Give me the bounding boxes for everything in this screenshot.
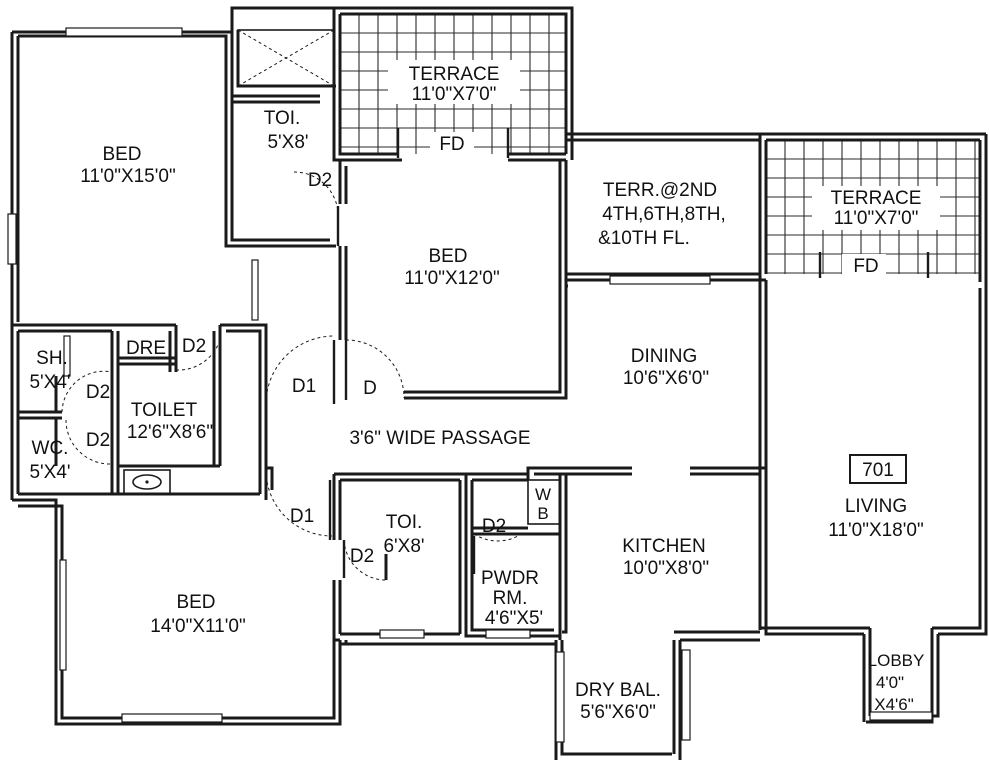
- terr-2nd-line3: &10TH FL.: [598, 228, 690, 249]
- toi-top-size: 5'X8': [267, 132, 308, 153]
- d2-sh: D2: [86, 382, 110, 403]
- kitchen-name: KITCHEN: [622, 536, 705, 557]
- unit-number-box: [849, 454, 907, 484]
- bed-top-left-name: BED: [102, 144, 141, 165]
- terrace-right-name: TERRACE: [831, 188, 922, 209]
- d-center: D: [363, 378, 377, 399]
- toilet-size: 12'6"X8'6": [127, 422, 213, 443]
- unit-number: 701: [862, 460, 894, 481]
- lobby-name: LOBBY: [868, 651, 925, 670]
- bed-top-left-size: 11'0"X15'0": [80, 166, 175, 187]
- d2-pwdr: D2: [482, 516, 506, 537]
- labels: BED 11'0"X15'0" TOI. 5'X8' TERRACE 11'0"…: [29, 64, 924, 723]
- bed-center-name: BED: [428, 246, 467, 267]
- terr-2nd-line2: 4TH,6TH,8TH,: [602, 204, 726, 225]
- lobby-size1: 4'0": [876, 673, 904, 692]
- toi-mid-size: 6'X8': [383, 536, 424, 557]
- toilet-name: TOILET: [131, 400, 198, 421]
- kitchen-size: 10'0"X8'0": [623, 558, 709, 579]
- terrace-top-name: TERRACE: [409, 64, 500, 85]
- dining-size: 10'6"X6'0": [623, 368, 709, 389]
- living-name: LIVING: [845, 496, 907, 517]
- pwdr-line1: PWDR: [481, 568, 539, 589]
- d2-dre: D2: [182, 336, 206, 357]
- living-size: 11'0"X18'0": [828, 520, 923, 541]
- pwdr-line2: RM.: [493, 588, 528, 609]
- terrace-top-tiles: [340, 14, 566, 154]
- bed-center-size: 11'0"X12'0": [404, 268, 499, 289]
- d1-upper: D1: [292, 376, 316, 397]
- d2-toi-mid: D2: [350, 546, 374, 567]
- sh-name: SH.: [36, 348, 68, 369]
- doors: [61, 128, 930, 581]
- d2-wc: D2: [86, 430, 110, 451]
- terr-2nd-line1: TERR.@2ND: [603, 180, 717, 201]
- dining-name: DINING: [631, 346, 698, 367]
- windows: [7, 27, 933, 743]
- bed-bottom-name: BED: [176, 592, 215, 613]
- d1-lower: D1: [290, 506, 314, 527]
- pwdr-size: 4'6"X5': [485, 608, 543, 629]
- toi-mid-name: TOI.: [386, 512, 423, 533]
- dre-name: DRE: [126, 338, 166, 359]
- wc-size: 5'X4': [29, 462, 70, 483]
- toi-top-name: TOI.: [264, 108, 301, 129]
- wb-line2: B: [537, 504, 548, 523]
- shaft-cross: [237, 29, 335, 87]
- dry-bal-size: 5'6"X6'0": [580, 702, 656, 723]
- dry-bal-name: DRY BAL.: [575, 680, 661, 701]
- wb-line1: W: [535, 485, 551, 504]
- bed-bottom-size: 14'0"X11'0": [150, 616, 245, 637]
- lobby-size2: X4'6": [874, 695, 914, 714]
- d2-toi-top: D2: [308, 170, 332, 191]
- terrace-top-size: 11'0"X7'0": [412, 84, 497, 105]
- terrace-right-tiles: [766, 140, 980, 274]
- wc-name: WC.: [32, 438, 69, 459]
- fd-top-label: FD: [439, 134, 464, 155]
- terrace-right-size: 11'0"X7'0": [834, 208, 919, 229]
- sh-size: 5'X4': [29, 372, 70, 393]
- passage-label: 3'6" WIDE PASSAGE: [349, 428, 530, 449]
- fd-right-label: FD: [853, 256, 878, 277]
